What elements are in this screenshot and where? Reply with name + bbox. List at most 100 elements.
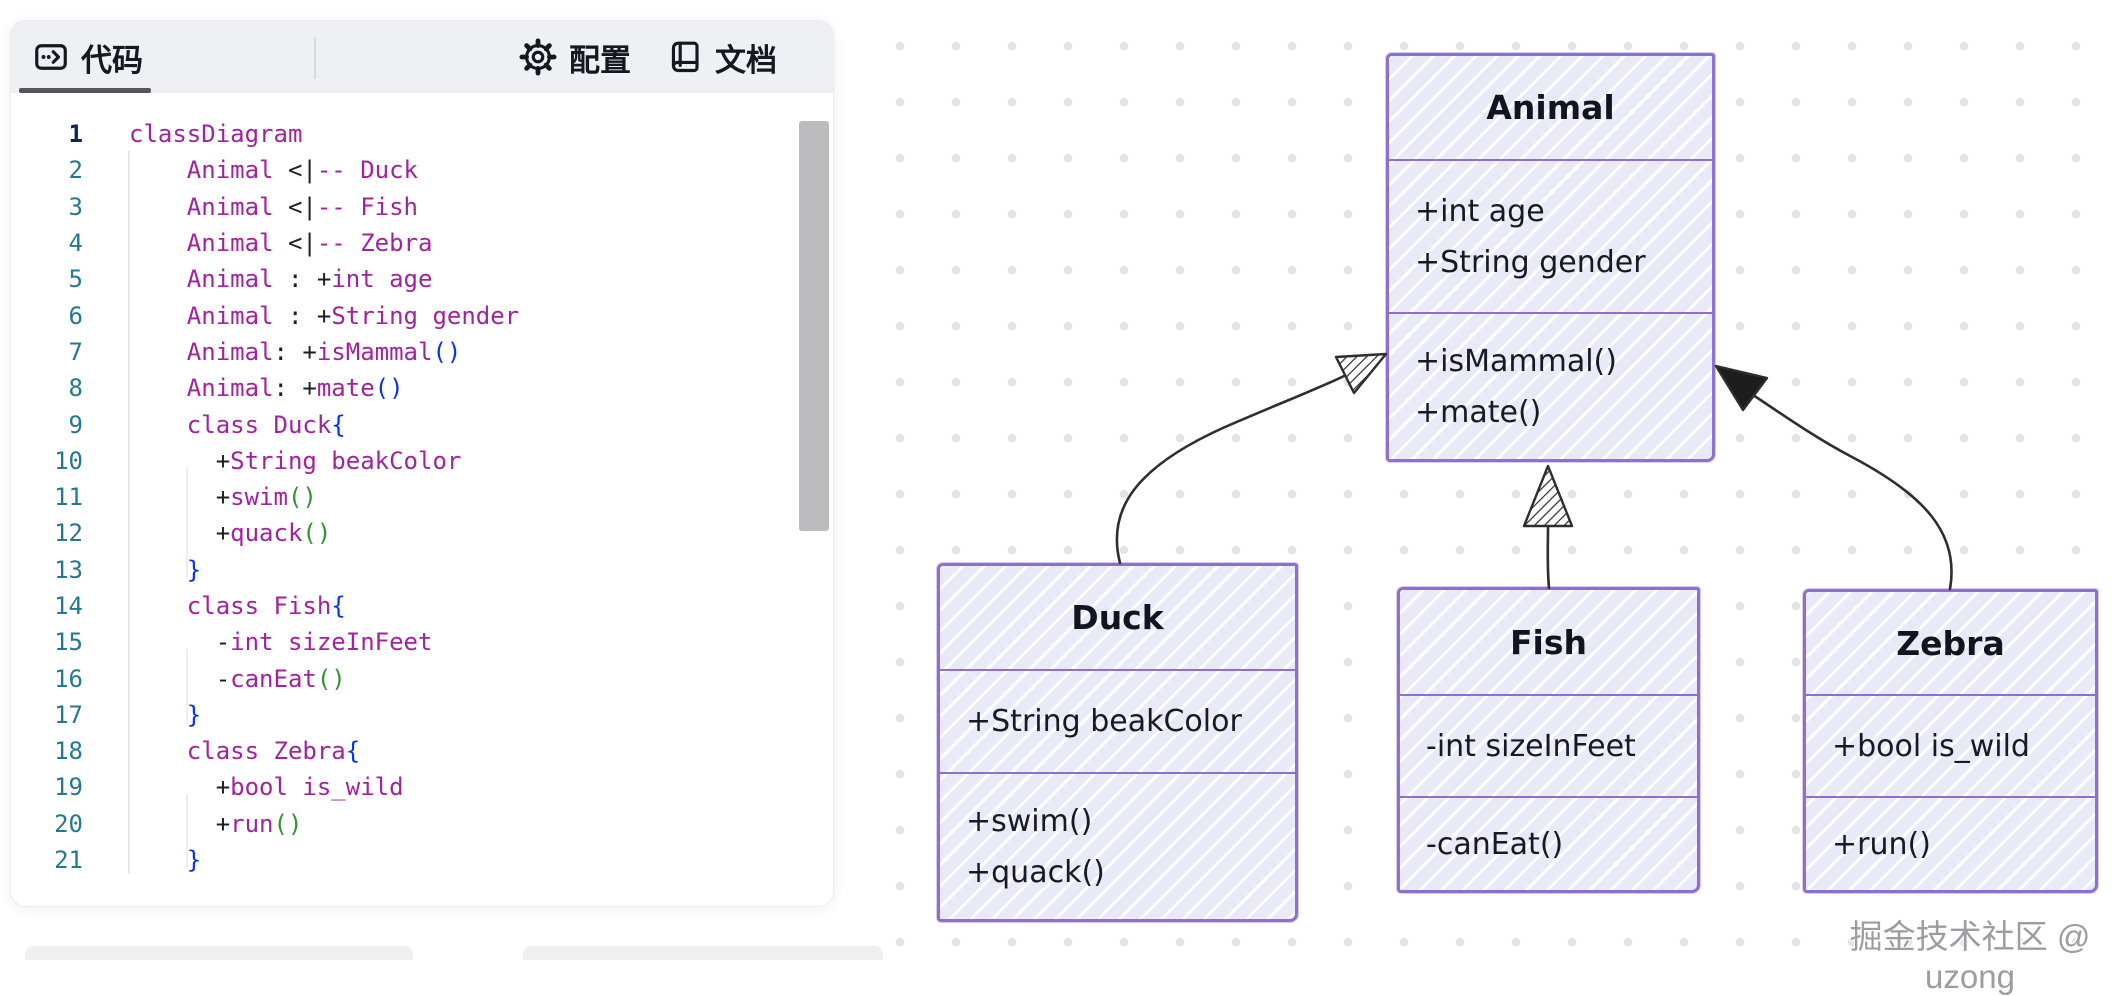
active-tab-underline — [19, 88, 151, 93]
tab-divider — [314, 37, 316, 79]
code-line[interactable]: 19 +bool is_wild — [11, 769, 833, 805]
code-line[interactable]: 11 +swim() — [11, 479, 833, 515]
code-line-text: } — [129, 555, 202, 584]
class-member: +mate() — [1415, 394, 1542, 430]
code-line-text: class Duck{ — [129, 410, 346, 439]
code-line[interactable]: 1 classDiagram — [11, 116, 833, 152]
card-placeholder — [25, 946, 413, 960]
line-number: 4 — [68, 229, 83, 258]
class-member: +bool is_wild — [1832, 728, 2030, 764]
code-line[interactable]: 21 } — [11, 842, 833, 878]
indent-guide — [186, 468, 188, 577]
code-line-text: +quack() — [129, 519, 332, 548]
code-panel: 代码 配置 — [10, 20, 834, 907]
code-line[interactable]: 12 +quack() — [11, 515, 833, 551]
line-number: 16 — [54, 664, 83, 693]
watermark: 掘金技术社区 @ uzong — [1849, 918, 2091, 995]
class-methods: -canEat() — [1400, 798, 1697, 890]
code-line-text: +run() — [129, 809, 303, 838]
class-methods: +isMammal() +mate() — [1389, 314, 1712, 459]
tab-docs[interactable]: 文档 — [667, 21, 777, 93]
editor-scrollbar[interactable] — [799, 121, 829, 531]
line-number: 19 — [54, 773, 83, 802]
code-line[interactable]: 6 Animal : +String gender — [11, 297, 833, 333]
tab-docs-label: 文档 — [715, 42, 777, 78]
tab-config[interactable]: 配置 — [519, 21, 631, 93]
class-member: +run() — [1832, 826, 1931, 862]
line-number: 1 — [68, 120, 83, 149]
card-placeholder — [523, 946, 883, 960]
class-member: +isMammal() — [1415, 343, 1617, 379]
code-line[interactable]: 14 class Fish{ — [11, 588, 833, 624]
class-attributes: +bool is_wild — [1806, 696, 2095, 798]
code-line[interactable]: 16 -canEat() — [11, 660, 833, 696]
code-line-text: Animal : +String gender — [129, 301, 520, 330]
code-line-text: Animal <|-- Zebra — [129, 229, 433, 258]
code-line[interactable]: 3 Animal <|-- Fish — [11, 189, 833, 225]
line-number: 10 — [54, 446, 83, 475]
code-line-text: +swim() — [129, 483, 317, 512]
class-box-zebra: Zebra +bool is_wild +run() — [1803, 589, 2098, 893]
class-methods: +swim() +quack() — [940, 774, 1295, 919]
code-line-text: Animal: +mate() — [129, 374, 404, 403]
class-member: +int age — [1415, 193, 1545, 229]
class-title: Zebra — [1806, 592, 2095, 696]
class-attributes: +String beakColor — [940, 671, 1295, 774]
code-line-text: -int sizeInFeet — [129, 628, 433, 657]
class-attributes: -int sizeInFeet — [1400, 696, 1697, 798]
class-member: +swim() — [966, 803, 1093, 839]
code-line-text: class Fish{ — [129, 592, 346, 620]
line-number: 9 — [68, 410, 83, 439]
line-number: 20 — [54, 809, 83, 838]
code-line-text: -canEat() — [129, 664, 346, 693]
class-methods: +run() — [1806, 798, 2095, 890]
class-member: -canEat() — [1426, 826, 1564, 862]
gear-icon — [519, 38, 557, 76]
code-line[interactable]: 20 +run() — [11, 806, 833, 842]
line-number: 2 — [68, 156, 83, 185]
line-number: 13 — [54, 555, 83, 584]
line-number: 3 — [68, 192, 83, 221]
line-number: 12 — [54, 519, 83, 548]
indent-guide — [128, 151, 130, 874]
code-line[interactable]: 5 Animal : +int age — [11, 261, 833, 297]
code-line[interactable]: 7 Animal: +isMammal() — [11, 334, 833, 370]
tab-code-label: 代码 — [81, 42, 143, 78]
line-number: 7 — [68, 337, 83, 366]
line-number: 15 — [54, 628, 83, 657]
line-number: 14 — [54, 592, 83, 620]
line-number: 6 — [68, 301, 83, 330]
code-line-text: +bool is_wild — [129, 773, 404, 802]
code-line[interactable]: 2 Animal <|-- Duck — [11, 152, 833, 188]
tab-config-label: 配置 — [569, 42, 631, 78]
book-icon — [667, 39, 703, 75]
line-number: 5 — [68, 265, 83, 294]
code-line[interactable]: 4 Animal <|-- Zebra — [11, 225, 833, 261]
code-line[interactable]: 8 Animal: +mate() — [11, 370, 833, 406]
class-title: Animal — [1389, 56, 1712, 161]
class-title: Fish — [1400, 590, 1697, 696]
panel-tab-bar: 代码 配置 — [11, 21, 833, 93]
code-line[interactable]: 15 -int sizeInFeet — [11, 624, 833, 660]
code-line[interactable]: 9 class Duck{ — [11, 406, 833, 442]
class-member: +quack() — [966, 854, 1105, 890]
class-member: +String beakColor — [966, 704, 1242, 739]
indent-guide — [186, 649, 188, 722]
class-member: -int sizeInFeet — [1426, 728, 1636, 764]
code-line[interactable]: 10 +String beakColor — [11, 443, 833, 479]
tab-code[interactable]: 代码 — [33, 21, 143, 93]
code-line-text: Animal <|-- Duck — [129, 156, 419, 185]
code-line[interactable]: 17 } — [11, 697, 833, 733]
line-number: 18 — [54, 737, 83, 766]
code-line[interactable]: 18 class Zebra{ — [11, 733, 833, 769]
class-title: Duck — [940, 566, 1295, 671]
indent-guide — [186, 794, 188, 867]
line-number: 8 — [68, 374, 83, 403]
code-line[interactable]: 13 } — [11, 552, 833, 588]
class-member: +String gender — [1415, 244, 1646, 280]
code-line-text: class Zebra{ — [129, 737, 361, 766]
class-box-fish: Fish -int sizeInFeet -canEat() — [1397, 587, 1700, 893]
code-line-text: classDiagram — [129, 120, 303, 149]
